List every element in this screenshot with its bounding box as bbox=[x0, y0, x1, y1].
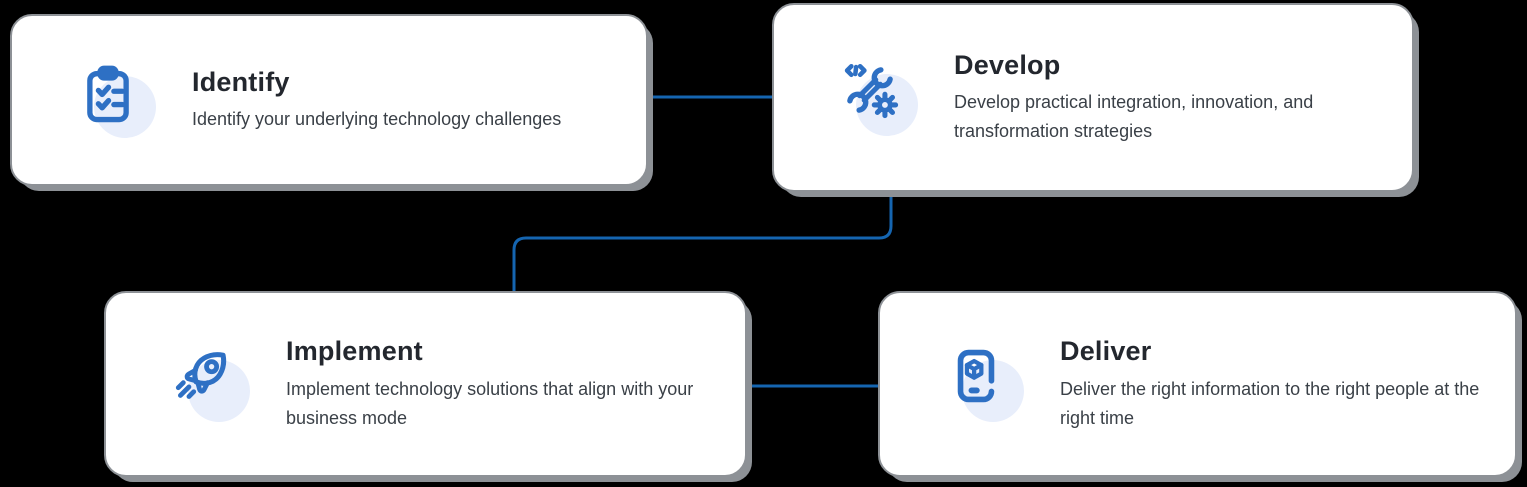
step-icon-develop bbox=[838, 58, 918, 138]
smartphone-cube-icon bbox=[957, 349, 995, 403]
card-title: Deliver bbox=[1060, 336, 1152, 367]
rocket-icon bbox=[175, 352, 227, 399]
card-title: Implement bbox=[286, 336, 423, 367]
step-card-identify: Identify Identify your underlying techno… bbox=[10, 14, 648, 186]
step-card-develop: Develop Develop practical integration, i… bbox=[772, 3, 1414, 192]
step-icon-deliver bbox=[944, 344, 1024, 424]
step-card-deliver: Deliver Deliver the right information to… bbox=[878, 291, 1517, 477]
step-card-implement: Implement Implement technology solutions… bbox=[104, 291, 747, 477]
card-title: Develop bbox=[954, 49, 1061, 80]
clipboard-checklist-icon bbox=[87, 65, 129, 123]
card-title: Identify bbox=[192, 66, 290, 97]
card-description: Develop practical integration, innovatio… bbox=[954, 92, 1314, 142]
card-description: Identify your underlying technology chal… bbox=[192, 109, 562, 130]
card-description: Implement technology solutions that alig… bbox=[286, 378, 694, 428]
connector-develop-to-implement bbox=[512, 192, 893, 294]
card-description: Deliver the right information to the rig… bbox=[1060, 378, 1480, 428]
step-icon-implement bbox=[170, 344, 250, 424]
step-icon-identify bbox=[76, 60, 156, 140]
wrench-code-gear-icon bbox=[844, 63, 899, 118]
